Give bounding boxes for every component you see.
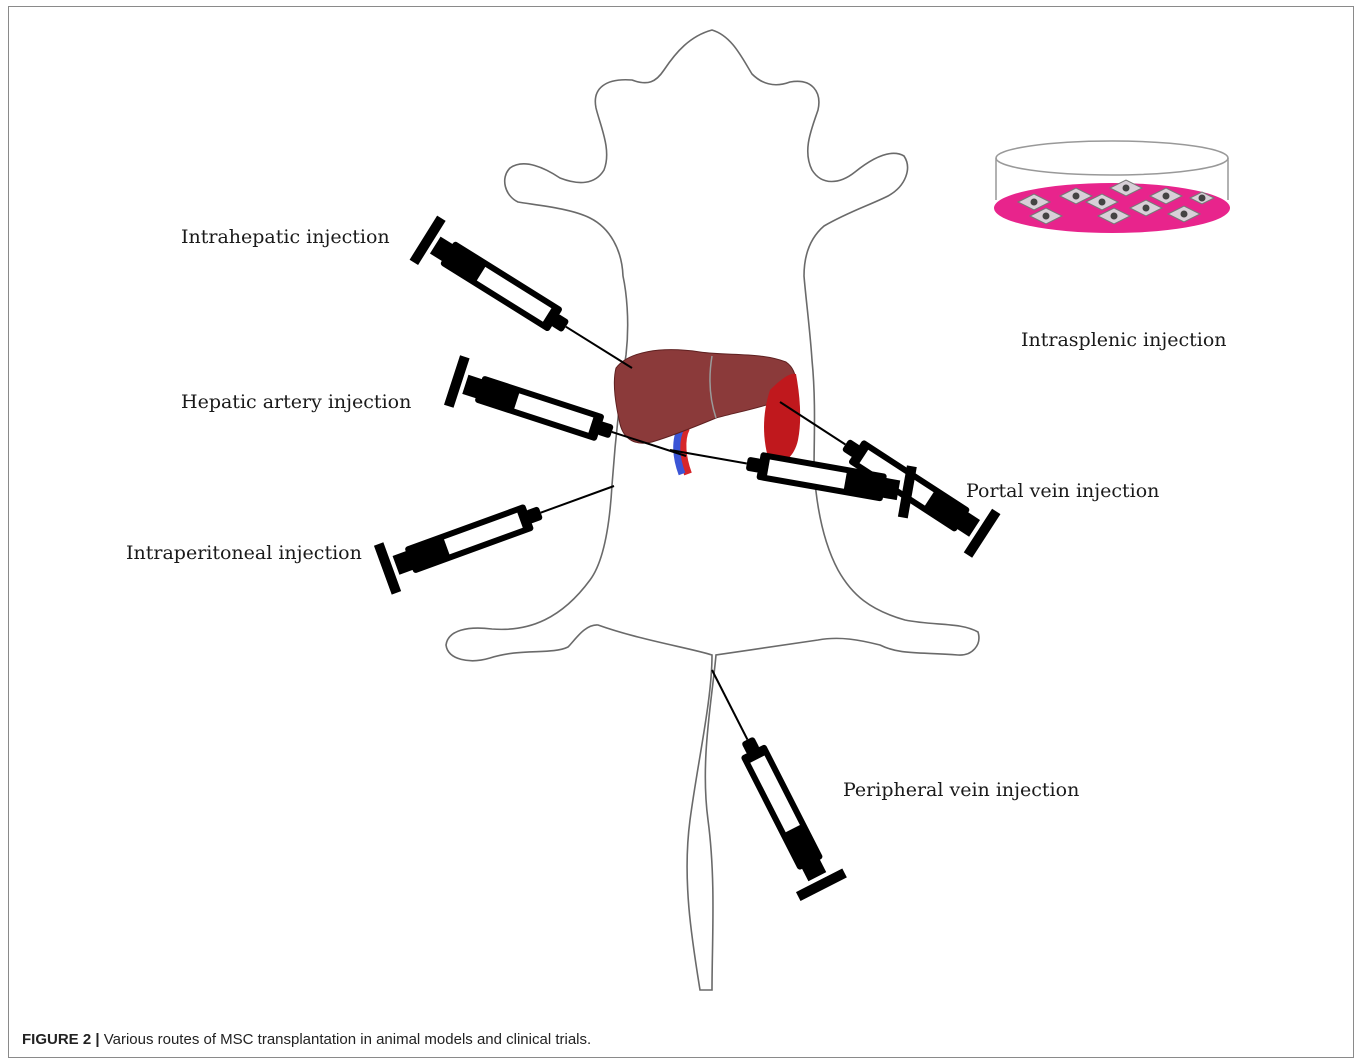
label-intrasplenic: Intrasplenic injection [1021,329,1227,351]
label-intraperitoneal: Intraperitoneal injection [126,542,362,564]
label-peripheral-vein: Peripheral vein injection [843,779,1079,801]
petri-dish-icon [994,141,1230,233]
label-intrahepatic: Intrahepatic injection [181,226,390,248]
syringe-intraperitoneal [374,462,623,595]
syringe-intrahepatic [410,216,646,390]
label-portal-vein: Portal vein injection [966,480,1159,502]
caption-text: Various routes of MSC transplantation in… [100,1031,592,1048]
caption-label: FIGURE 2 | [22,1031,100,1048]
figure-caption: FIGURE 2 | Various routes of MSC transpl… [22,1031,591,1048]
label-hepatic-artery: Hepatic artery injection [181,391,411,413]
